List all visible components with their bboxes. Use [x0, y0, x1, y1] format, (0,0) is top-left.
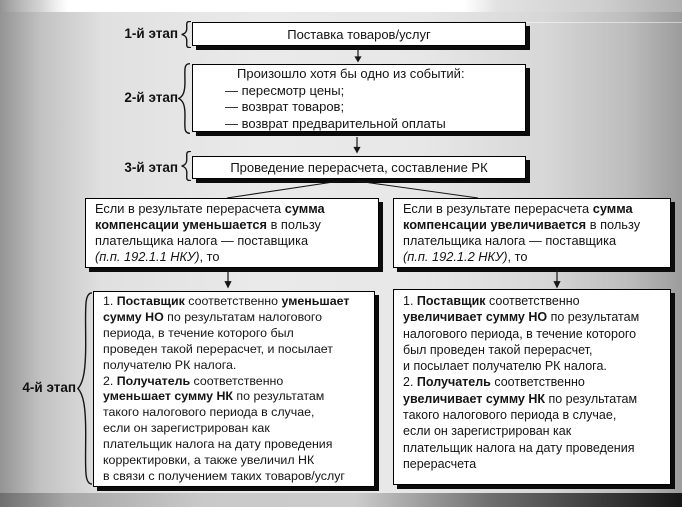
page-bottom-edge [0, 493, 682, 507]
node-events-text: Произошло хотя бы одно из событий:— пере… [225, 66, 465, 131]
down-arrow-1 [354, 47, 362, 63]
down-arrow-3 [224, 270, 232, 289]
down-arrow-4 [553, 270, 561, 289]
page-top-edge [0, 0, 682, 12]
stage-label-1: 1-й этап [124, 26, 178, 41]
node-supply: Поставка товаров/услуг [192, 22, 526, 46]
stage-label-4: 4-й этап [22, 380, 76, 395]
scan-artifact-line [478, 22, 682, 23]
down-arrow-2 [353, 137, 361, 154]
stage-4-brace [77, 291, 92, 486]
node-supply-text: Поставка товаров/услуг [287, 26, 431, 42]
node-recalc: Проведение перерасчета, составление РК [192, 156, 526, 179]
stage-1-brace [181, 21, 191, 48]
stage-label-3: 3-й этап [124, 160, 178, 175]
stage-label-2: 2-й этап [124, 90, 178, 105]
stage-3-brace [181, 151, 191, 181]
node-recalc-text: Проведение перерасчета, составление РК [230, 160, 488, 175]
stage-2-brace [178, 63, 190, 134]
node-events: Произошло хотя бы одно из событий:— пере… [192, 64, 526, 132]
branch-connector-lines [226, 180, 479, 199]
